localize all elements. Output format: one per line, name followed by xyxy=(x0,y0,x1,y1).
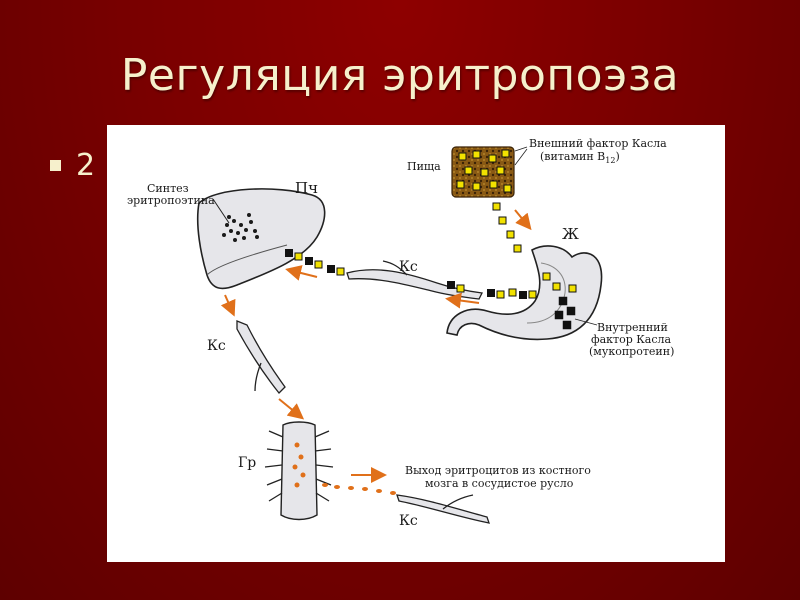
arrow-vessel-to-marrow xyxy=(279,399,301,417)
slide-title: Регуляция эритропоэза xyxy=(0,50,800,101)
arrow-liver-to-vessel xyxy=(225,295,233,313)
bone-marrow-icon xyxy=(265,422,333,520)
lower-vessel-label: Кс xyxy=(399,513,418,529)
external-factor-line2: (витамин B12) xyxy=(540,150,620,165)
bullet-item: 2 xyxy=(50,148,95,183)
upper-vessel-label: Кс xyxy=(399,259,418,275)
external-factor-line1: Внешний фактор Касла xyxy=(529,137,667,150)
food-label: Пища xyxy=(407,160,441,173)
liver-label: Пч xyxy=(295,179,318,197)
food-icon xyxy=(452,147,514,197)
arrow-vessel-to-liver xyxy=(289,270,317,277)
synthesis-label-line2: эритропоэтина xyxy=(127,194,215,207)
left-vessel-icon xyxy=(237,321,285,393)
marrow-label: Гр xyxy=(238,455,256,471)
bullet-square-icon xyxy=(50,160,61,171)
external-factor-particles xyxy=(493,203,521,252)
erythropoiesis-diagram: Синтез эритропоэтина Пч Пища Внешний фак… xyxy=(107,125,725,562)
exit-label-line1: Выход эритроцитов из костного xyxy=(405,464,591,477)
arrow-stomach-to-vessel xyxy=(449,299,479,303)
stomach-label: Ж xyxy=(562,225,579,243)
erythrocyte-particles xyxy=(322,483,396,495)
left-vessel-label: Кс xyxy=(207,338,226,354)
bullet-text: 2 xyxy=(76,148,95,183)
arrow-food-to-stomach xyxy=(515,210,529,227)
internal-factor-line3: (мукопротеин) xyxy=(589,345,674,358)
exit-label-line2: мозга в сосудистое русло xyxy=(425,477,574,490)
